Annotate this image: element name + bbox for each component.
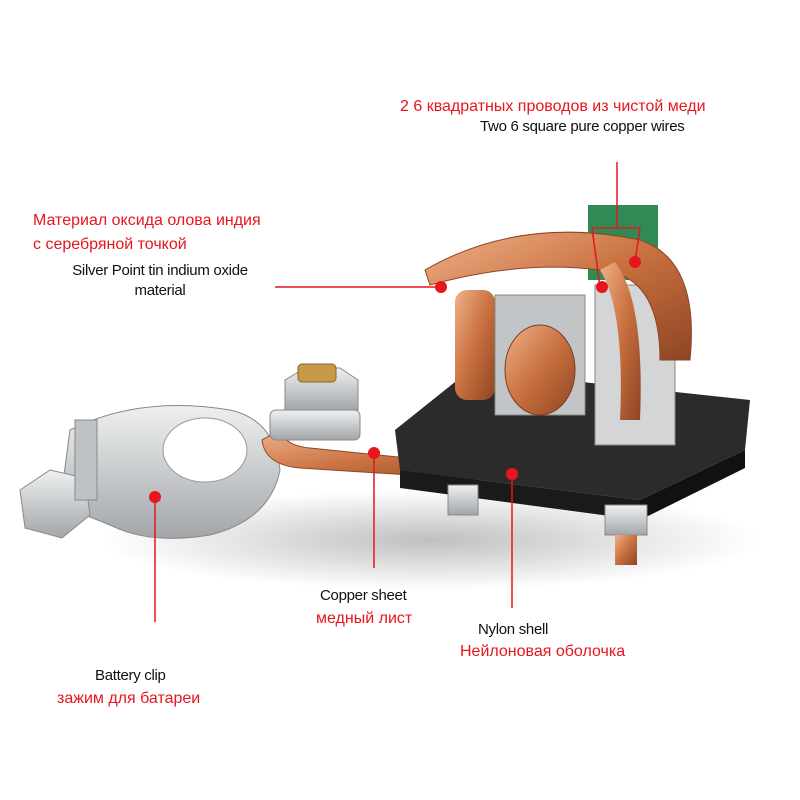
label-nylon-shell-en: Nylon shell bbox=[478, 621, 549, 638]
label-wires-ru: 2 6 квадратных проводов из чистой меди bbox=[400, 98, 706, 115]
label-wires-en: Two 6 square pure copper wires bbox=[480, 118, 685, 135]
shadow bbox=[100, 490, 760, 590]
leader-lines bbox=[154, 162, 641, 622]
relay bbox=[424, 205, 692, 446]
label-battery-clip-ru: зажим для батареи bbox=[57, 690, 201, 707]
dot-wires-1 bbox=[596, 281, 608, 293]
label-silver-ru-2: с серебряной точкой bbox=[33, 236, 187, 253]
dot-battery-clip bbox=[149, 491, 161, 503]
label-copper-sheet-ru: медный лист bbox=[316, 610, 413, 627]
label-battery-clip-en: Battery clip bbox=[95, 667, 166, 684]
label-copper-sheet-en: Copper sheet bbox=[320, 587, 407, 604]
label-nylon-shell-ru: Нейлоновая оболочка bbox=[460, 643, 626, 660]
label-silver-ru-1: Материал оксида олова индия bbox=[33, 212, 261, 229]
dot-silver-point bbox=[435, 281, 447, 293]
bolt bbox=[269, 363, 361, 441]
dot-wires-2 bbox=[629, 256, 641, 268]
dot-copper-sheet bbox=[368, 447, 380, 459]
label-silver-en-2: material bbox=[134, 282, 186, 299]
leader-dots bbox=[149, 256, 641, 503]
battery-clip bbox=[19, 405, 281, 539]
dot-nylon-shell bbox=[506, 468, 518, 480]
label-silver-en-1: Silver Point tin indium oxide bbox=[72, 262, 248, 279]
